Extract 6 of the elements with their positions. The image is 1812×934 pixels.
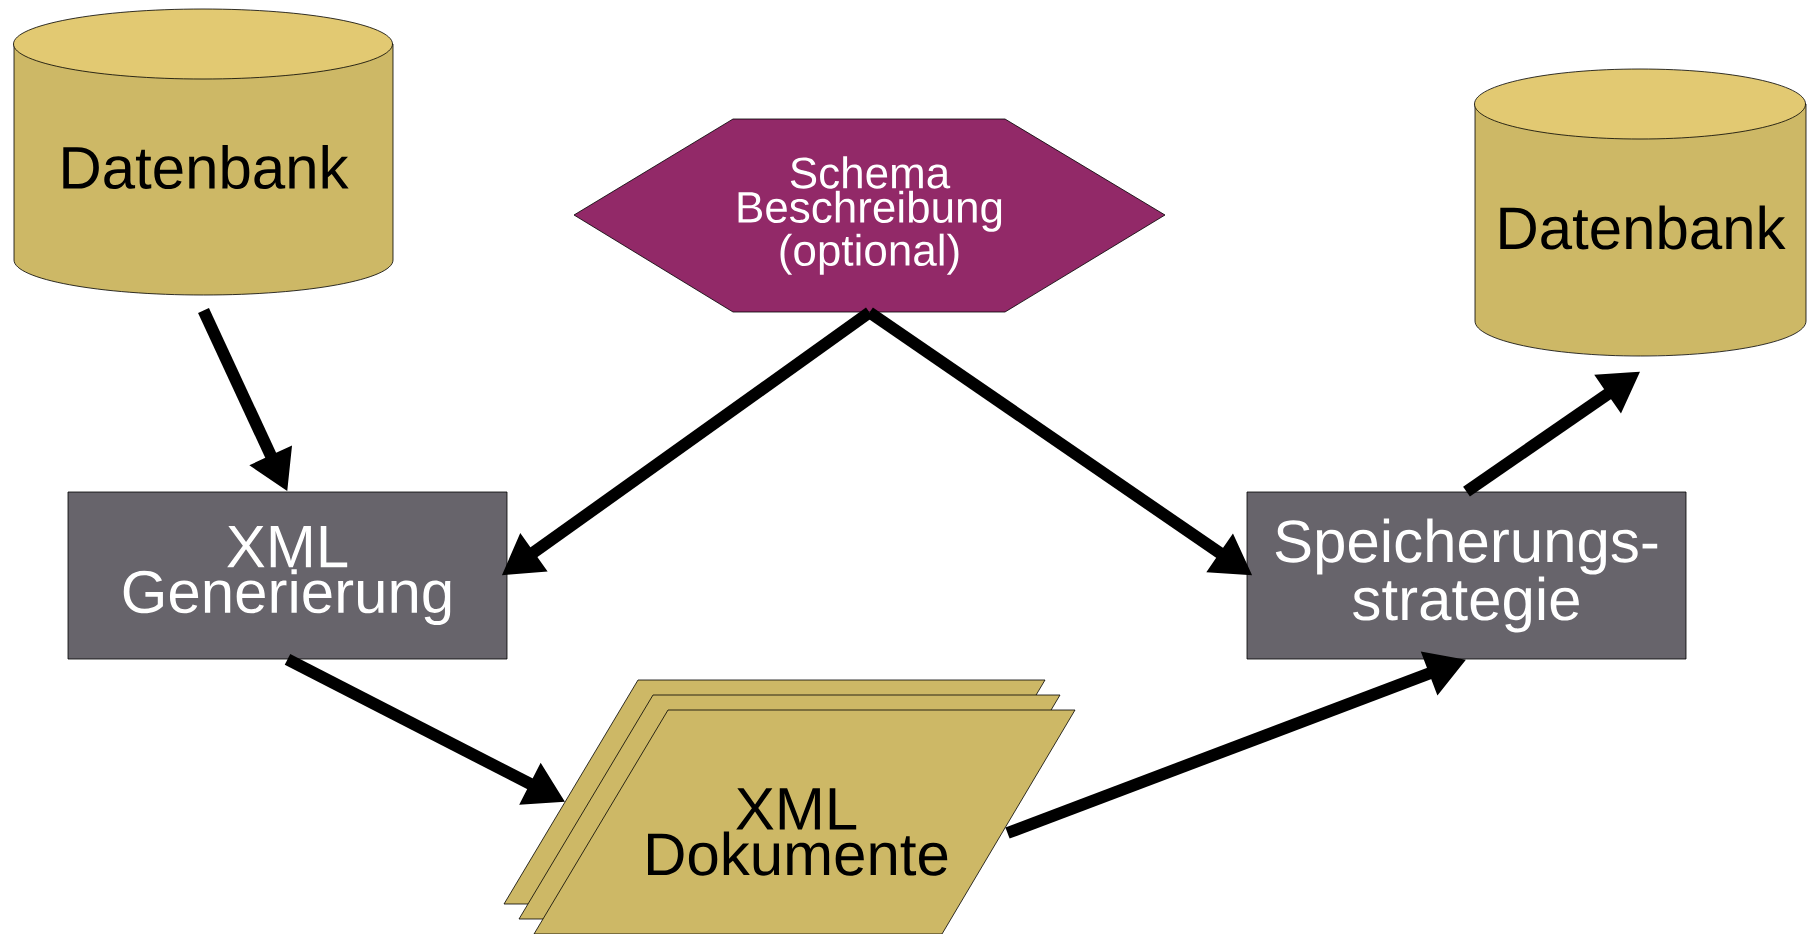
document-stack: XML Dokumente	[503, 679, 1076, 934]
schema-hexagon: Schema Beschreibung (optional)	[573, 118, 1166, 313]
process-box: XML Generierung	[67, 491, 508, 660]
database-cylinder: Datenbank	[13, 8, 394, 296]
database-cylinder: Datenbank	[1474, 68, 1807, 357]
process-box: Speicherungs- strategie	[1246, 491, 1687, 660]
